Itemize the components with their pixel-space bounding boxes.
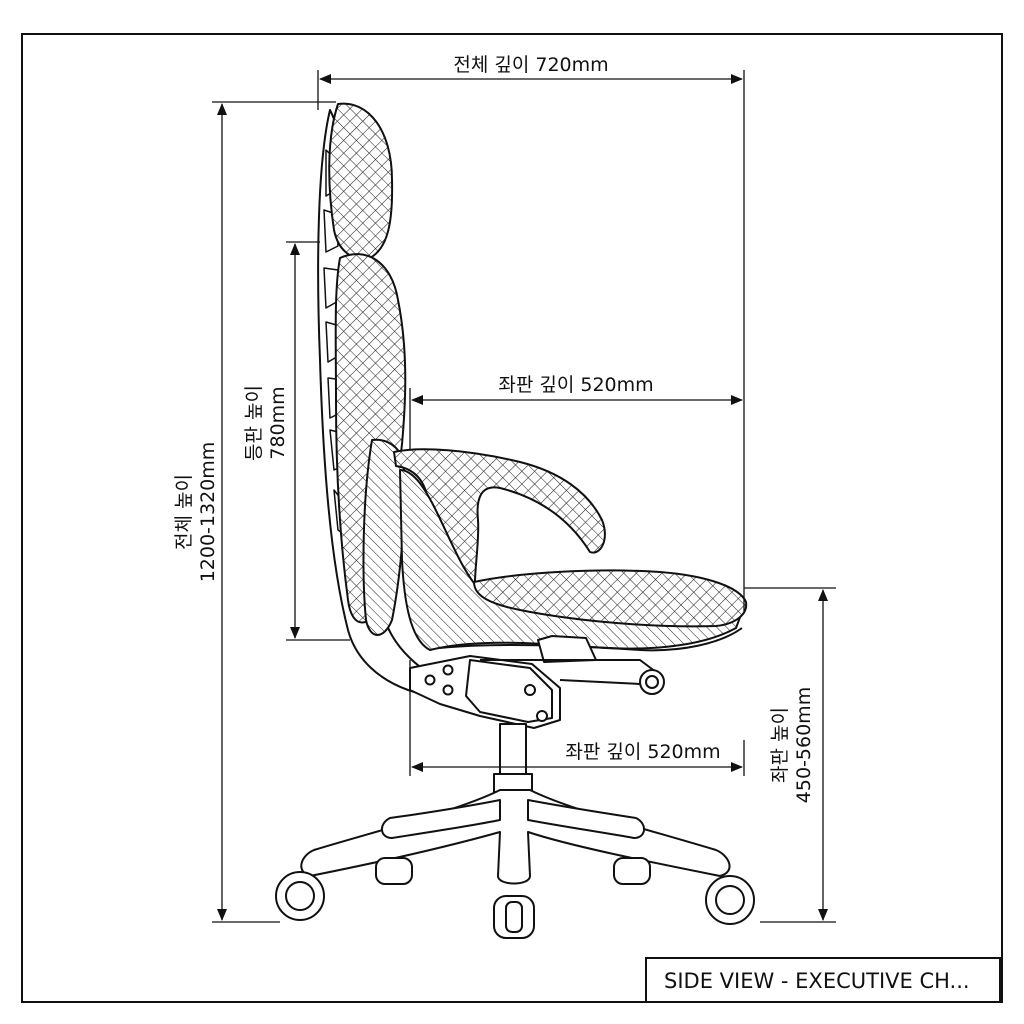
- mechanism-bolt-4: [524, 684, 536, 696]
- headrest-cushion: [328, 102, 394, 260]
- overall-depth-label: 전체 깊이 720mm: [453, 54, 608, 76]
- seat-bracket: [537, 635, 597, 663]
- chair: [275, 102, 755, 939]
- seat-height-title: 좌판 높이: [769, 707, 791, 783]
- backrest-height-value: 780mm: [267, 386, 289, 459]
- mechanism-bolt-3: [442, 684, 454, 696]
- tension-knob-center: [645, 675, 659, 689]
- caster-center: [493, 895, 535, 939]
- lumbar-support: [362, 438, 406, 636]
- overall-height-title: 전체 높이: [173, 474, 195, 550]
- seat-depth-top-label: 좌판 깊이 520mm: [498, 374, 653, 396]
- caster-right: [705, 875, 755, 925]
- overall-height-value: 1200-1320mm: [197, 442, 219, 583]
- mechanism-bolt-2: [442, 664, 454, 676]
- caster-back-left: [375, 857, 413, 885]
- star-base: [300, 789, 731, 885]
- overall-height-label: 전체 높이 1200-1320mm: [173, 442, 219, 583]
- seat-depth-bottom-label: 좌판 깊이 520mm: [565, 741, 720, 763]
- title-block-label: SIDE VIEW - EXECUTIVE CH...: [664, 969, 970, 993]
- caster-back-right: [613, 857, 651, 885]
- backrest-height-title: 등판 높이: [243, 385, 265, 461]
- seat-cushion: [473, 569, 748, 628]
- seat-underside: [439, 627, 743, 652]
- seat-height-label: 좌판 높이 450-560mm: [769, 687, 815, 803]
- base-leg-back: [381, 799, 501, 839]
- title-block-box: [645, 957, 1001, 1003]
- mechanism-bolt-5: [536, 710, 548, 722]
- seat-height-value: 450-560mm: [793, 687, 815, 803]
- caster-left: [275, 871, 325, 921]
- drawing-frame: [21, 33, 1003, 1003]
- mechanism-bolt-1: [424, 674, 436, 686]
- title-block: SIDE VIEW - EXECUTIVE CH...: [645, 957, 1001, 1003]
- gas-lift-upper: [499, 723, 527, 777]
- dimension-lines: [212, 70, 836, 923]
- base-leg-front: [527, 799, 645, 839]
- backrest-height-label: 등판 높이 780mm: [243, 385, 289, 461]
